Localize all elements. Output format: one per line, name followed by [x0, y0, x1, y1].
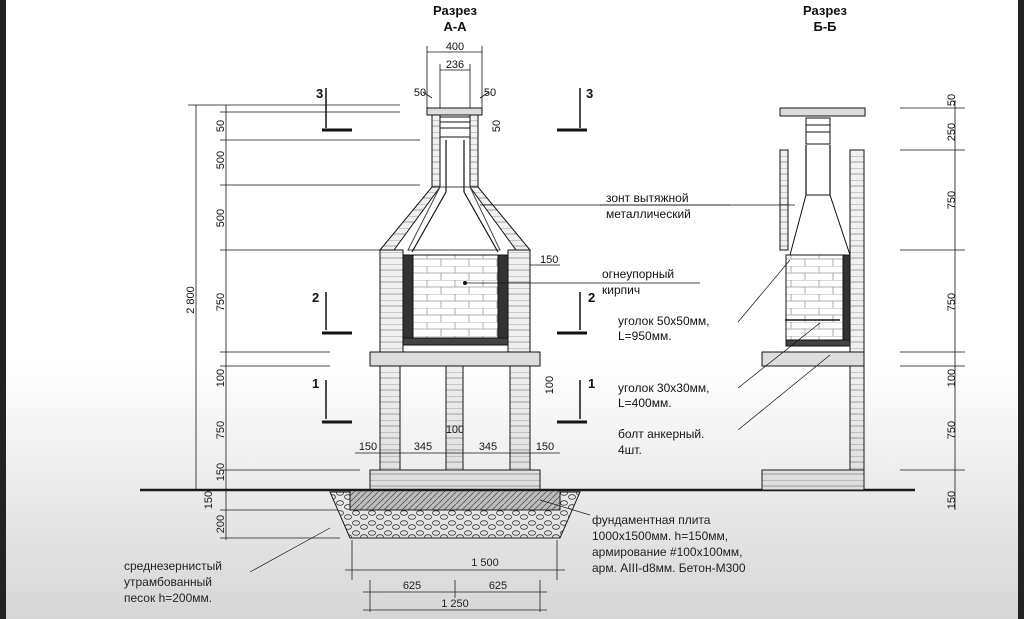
left-dim-200: 200: [215, 515, 227, 533]
section-marker-labels: 3 3 2 2 1 1: [312, 86, 595, 391]
dim-150-left: 150: [359, 441, 377, 453]
label-hood-1: зонт вытяжной: [606, 191, 689, 205]
right-dim-50: 50: [946, 94, 958, 106]
dim-100-center: 100: [446, 424, 464, 436]
left-dimension-chain: [188, 104, 420, 540]
top-dimension-lines: [422, 46, 490, 108]
left-dim-500a: 500: [215, 151, 227, 169]
right-dim-100: 100: [946, 369, 958, 387]
label-hood-2: металлический: [606, 207, 691, 221]
label-sand-3: песок h=200мм.: [124, 591, 212, 605]
dim-50-right-vert: 50: [491, 120, 503, 132]
label-foundation-4: арм. АIII-d8мм. Бетон-М300: [592, 561, 746, 575]
marker-1-left: 1: [312, 376, 319, 391]
label-foundation-2: 1000х1500мм. h=150мм,: [592, 529, 728, 543]
section-aa-title: Разрез: [433, 3, 478, 18]
bottom-dim-labels: 1 500 625 625 1 250: [403, 557, 507, 610]
right-dim-750a: 750: [946, 191, 958, 209]
label-sand-2: утрамбованный: [124, 575, 212, 589]
left-dim-150a: 150: [215, 463, 227, 481]
left-dim-750b: 750: [215, 421, 227, 439]
left-border: [0, 0, 6, 619]
label-sand-1: среднезернистый: [124, 559, 222, 573]
left-dim-750a: 750: [215, 293, 227, 311]
right-dimension-chain: [900, 100, 965, 510]
dim-1500: 1 500: [471, 557, 499, 569]
dim-50-left: 50: [414, 87, 426, 99]
marker-3-right: 3: [586, 86, 593, 101]
label-foundation-3: армирование #100х100мм,: [592, 545, 742, 559]
structure-aa: [329, 107, 581, 539]
dim-150-wall: 150: [540, 254, 558, 266]
total-height-2800: 2 800: [185, 286, 197, 314]
dim-100-slab: 100: [544, 376, 556, 394]
section-bb-title: Разрез: [803, 3, 848, 18]
right-dim-labels: 50 250 750 750 100 750 150: [946, 94, 958, 509]
structure-bb: [761, 107, 866, 491]
label-angle2-2: L=400мм.: [618, 396, 672, 410]
left-dim-labels: 50 500 500 750 100 750 150 150 200 2 800: [185, 120, 227, 533]
dim-625-right: 625: [489, 580, 507, 592]
annotations: зонт вытяжной металлический огнеупорный …: [124, 191, 746, 605]
bottom-dims-row: 150 345 345 150: [359, 441, 554, 453]
dim-150-right: 150: [536, 441, 554, 453]
right-dim-750b: 750: [946, 293, 958, 311]
left-dim-50: 50: [215, 120, 227, 132]
right-border: [1018, 0, 1024, 619]
label-brick-2: кирпич: [602, 283, 640, 297]
bottom-dimension-lines: [345, 540, 565, 612]
dim-345-left: 345: [414, 441, 432, 453]
left-dim-500b: 500: [215, 209, 227, 227]
label-brick-1: огнеупорный: [602, 267, 674, 281]
dim-1250: 1 250: [441, 598, 469, 610]
label-bolt-1: болт анкерный.: [618, 427, 704, 441]
dim-50-right: 50: [484, 87, 496, 99]
leader-lines: [249, 204, 831, 573]
right-dim-150: 150: [946, 491, 958, 509]
dim-625-left: 625: [403, 580, 421, 592]
left-dim-100: 100: [215, 369, 227, 387]
marker-2-left: 2: [312, 290, 319, 305]
right-dim-250: 250: [946, 123, 958, 141]
marker-2-right: 2: [588, 290, 595, 305]
label-angle2-1: уголок 30х30мм,: [618, 381, 709, 395]
section-aa-subtitle: А-А: [443, 19, 467, 34]
label-foundation-1: фундаментная плита: [592, 513, 711, 527]
left-dim-150b: 150: [203, 491, 215, 509]
label-bolt-2: 4шт.: [618, 443, 642, 457]
right-dim-750c: 750: [946, 421, 958, 439]
dim-345-right: 345: [479, 441, 497, 453]
dim-236: 236: [446, 59, 464, 71]
section-markers: [322, 88, 587, 424]
marker-1-right: 1: [588, 376, 595, 391]
marker-3-left: 3: [316, 86, 323, 101]
dim-400: 400: [446, 41, 464, 53]
label-angle1-2: L=950мм.: [618, 329, 672, 343]
label-angle1-1: уголок 50х50мм,: [618, 314, 709, 328]
section-bb-subtitle: Б-Б: [813, 19, 836, 34]
